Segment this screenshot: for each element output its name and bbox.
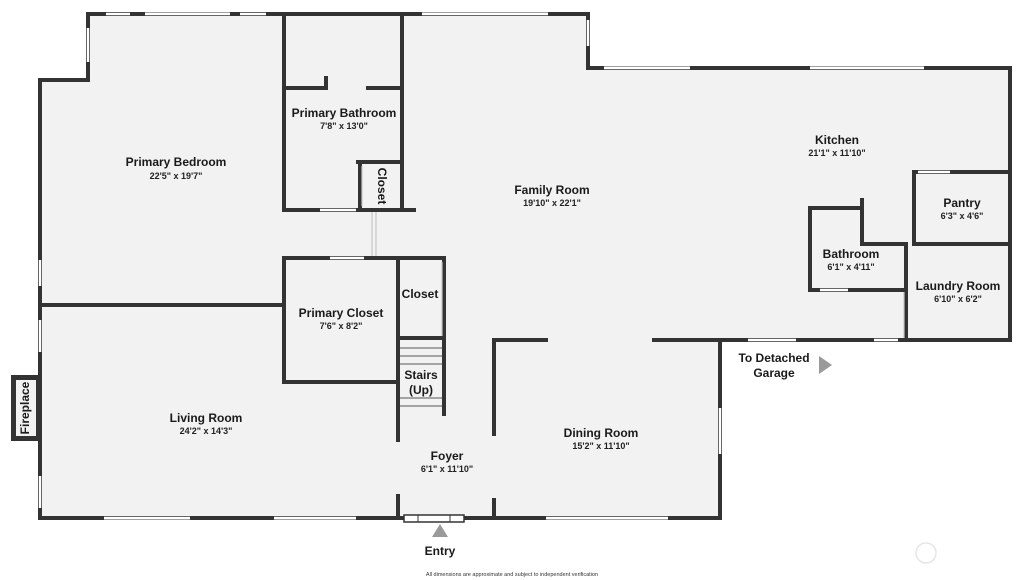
dining-room-dims: 15'2" x 11'10" [572, 441, 629, 451]
stairs [400, 347, 442, 407]
foyer-name: Foyer [431, 449, 464, 463]
foyer-dims: 6'1" x 11'10" [421, 464, 473, 474]
family-room-name: Family Room [514, 183, 589, 197]
stairs-label-line1: Stairs [404, 368, 438, 382]
entry-arrow-icon [432, 524, 448, 537]
disclaimer-text: All dimensions are approximate and subje… [426, 572, 598, 578]
closet-vertical-label: Closet [375, 168, 389, 205]
primary-bedroom-dims: 22'5" x 19'7" [150, 171, 203, 181]
kitchen-name: Kitchen [815, 133, 859, 147]
kitchen-dims: 21'1" x 11'10" [808, 148, 865, 158]
garage-pointer: To Detached Garage [738, 351, 832, 380]
stairs-label-line2: (Up) [409, 383, 433, 397]
family-room-dims: 19'10" x 22'1" [523, 198, 581, 208]
room-labels: Primary Bedroom 22'5" x 19'7" Primary Ba… [126, 106, 1001, 474]
bathroom-dims: 6'1" x 4'11" [827, 262, 874, 272]
primary-bedroom-name: Primary Bedroom [126, 155, 227, 169]
primary-bathroom-dims: 7'8" x 13'0" [320, 121, 368, 131]
watermark-logo [915, 542, 937, 564]
laundry-room-dims: 6'10" x 6'2" [934, 294, 982, 304]
primary-bathroom-name: Primary Bathroom [292, 106, 397, 120]
bathroom-name: Bathroom [823, 247, 880, 261]
garage-label-line1: To Detached [738, 351, 809, 365]
living-room-name: Living Room [170, 411, 243, 425]
entry-label: Entry [425, 544, 456, 558]
dining-room-name: Dining Room [564, 426, 639, 440]
interior-walls [38, 12, 1012, 520]
window-edges [104, 12, 924, 520]
doorways [361, 166, 905, 338]
fireplace: Fireplace [11, 375, 41, 441]
entry-door [403, 514, 465, 523]
windows [38, 12, 950, 520]
garage-label-line2: Garage [753, 366, 795, 380]
closet-name: Closet [402, 287, 439, 301]
primary-closet-name: Primary Closet [299, 306, 384, 320]
pantry-dims: 6'3" x 4'6" [941, 211, 984, 221]
living-room-dims: 24'2" x 14'3" [180, 426, 233, 436]
fireplace-label: Fireplace [18, 381, 32, 434]
pantry-name: Pantry [943, 196, 981, 210]
entry-pointer: Entry [425, 524, 456, 558]
primary-closet-dims: 7'6" x 8'2" [320, 321, 363, 331]
garage-arrow-icon [819, 356, 832, 374]
laundry-room-name: Laundry Room [916, 279, 1001, 293]
